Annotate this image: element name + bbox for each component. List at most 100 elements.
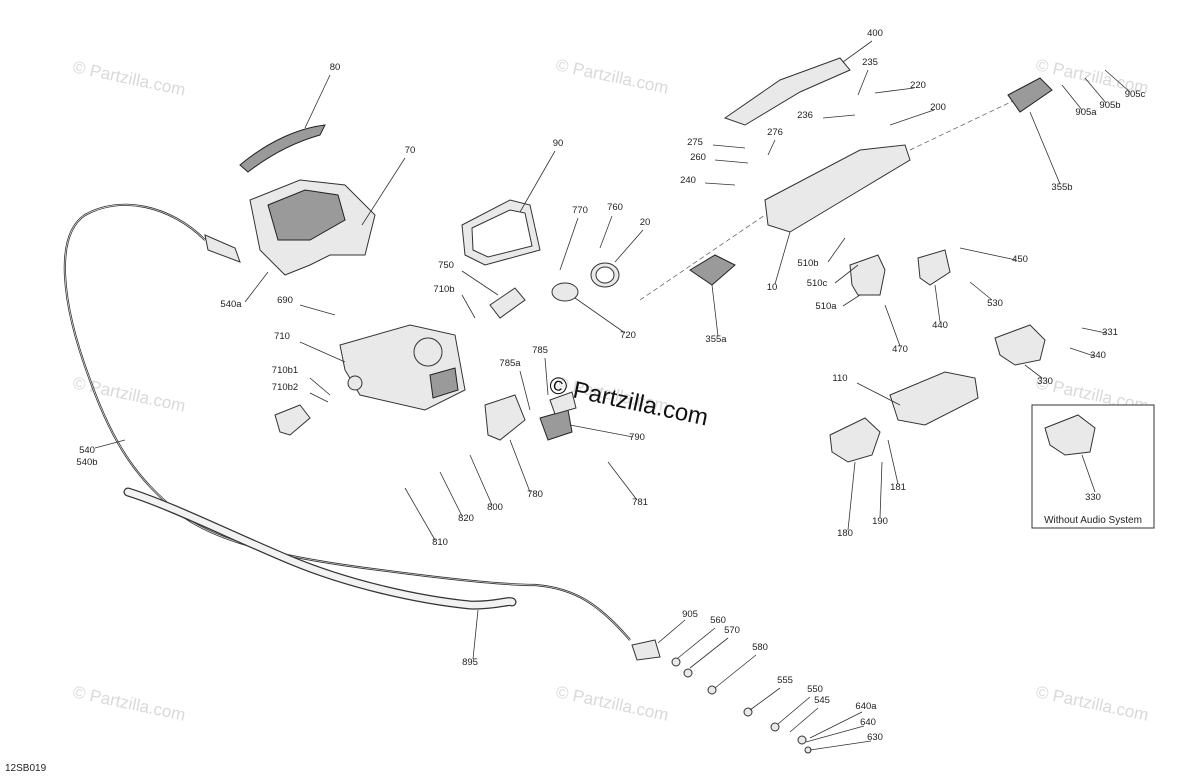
inset-330-housing [1044,414,1096,456]
callout-510a: 510a [815,301,837,312]
callout-760: 760 [607,202,623,213]
part-330-housing [994,324,1046,366]
callout-710b: 710b [433,284,454,295]
leader-710b2 [309,392,329,403]
callout-710b1: 710b1 [272,365,298,376]
leader-580 [714,654,757,689]
part-780-switch [484,394,526,441]
leader-780 [509,439,531,493]
callout-550: 550 [807,684,823,695]
part-710b2-knob [274,404,311,436]
leader-640 [805,725,865,743]
callout-710: 710 [274,331,290,342]
part-710-console [339,324,466,411]
leader-235 [857,69,869,96]
leader-810 [404,487,436,541]
callout-340: 340 [1090,350,1106,361]
callout-895: 895 [462,657,478,668]
leader-760 [599,215,613,249]
callout-275: 275 [687,137,703,148]
leader-905b [1084,77,1107,104]
part-510-clamp [849,254,886,296]
callout-905: 905 [682,609,698,620]
watermark-1: © Partzilla.com [71,57,187,99]
part-110-cover [889,371,979,426]
inset-box [1031,404,1155,529]
leader-90 [519,150,556,213]
callout-440: 440 [932,320,948,331]
callout-260: 260 [690,152,706,163]
callout-820: 820 [458,513,474,524]
leader-236 [822,114,856,119]
leader-781 [607,461,638,501]
hose-895-inner [124,488,516,609]
callout-720: 720 [620,330,636,341]
part-580 [707,685,717,695]
watermark-4: © Partzilla.com [71,373,187,415]
callout-510c: 510c [807,278,828,289]
callout-235: 235 [862,57,878,68]
callout-785: 785 [532,345,548,356]
leader-275 [712,144,746,149]
leader-190 [879,461,883,519]
part-640 [797,735,807,745]
watermark-8: © Partzilla.com [554,682,670,724]
callout-330-inset: 330 [1085,492,1101,503]
callout-555: 555 [777,675,793,686]
leader-80 [304,74,331,129]
leader-640a [809,711,863,739]
leader-180 [847,461,856,531]
callout-331: 331 [1102,327,1118,338]
leader-440 [934,284,941,323]
callout-355b: 355b [1051,182,1072,193]
part-710-vent [429,367,459,399]
callout-545: 545 [814,695,830,706]
leader-895 [472,609,479,660]
callout-560: 560 [710,615,726,626]
callout-905b: 905b [1099,100,1120,111]
leader-10 [774,231,791,285]
callout-leaders [94,40,1131,751]
callout-750: 750 [438,260,454,271]
callout-90: 90 [553,138,564,149]
part-790-switch [539,409,573,441]
callout-190: 190 [872,516,888,527]
callout-20: 20 [640,217,651,228]
inset-caption: Without Audio System [1044,515,1142,526]
leader-785 [544,357,549,396]
part-80-visor [239,124,326,173]
leader-800 [469,454,493,506]
part-720-bezel [551,282,579,302]
callout-785a: 785a [499,358,521,369]
leader-905 [657,619,686,644]
leader-510b [827,237,846,263]
part-710-port [347,375,363,391]
leader-540 [94,439,126,449]
callout-236: 236 [797,110,813,121]
leader-220 [874,87,915,94]
callout-800: 800 [487,502,503,513]
axis-line-2 [909,99,1016,151]
part-355a-grip [689,254,736,286]
callout-770: 770 [572,205,588,216]
callout-240: 240 [680,175,696,186]
part-400-cover [723,57,851,126]
callout-400: 400 [867,28,883,39]
part-710-opening [413,337,443,367]
callout-530: 530 [987,298,1003,309]
callout-200: 200 [930,102,946,113]
callout-510b: 510b [797,258,818,269]
leader-785a [519,370,531,411]
axis-line-1 [639,214,766,301]
part-550 [770,722,780,732]
part-570 [683,668,693,678]
leader-470 [884,304,901,347]
leader-690 [299,304,336,316]
leader-355b [1029,111,1061,185]
callout-781: 781 [632,497,648,508]
leader-770 [559,217,579,271]
leader-510a [842,294,861,307]
callout-80: 80 [330,62,341,73]
watermark-2: © Partzilla.com [554,55,670,97]
